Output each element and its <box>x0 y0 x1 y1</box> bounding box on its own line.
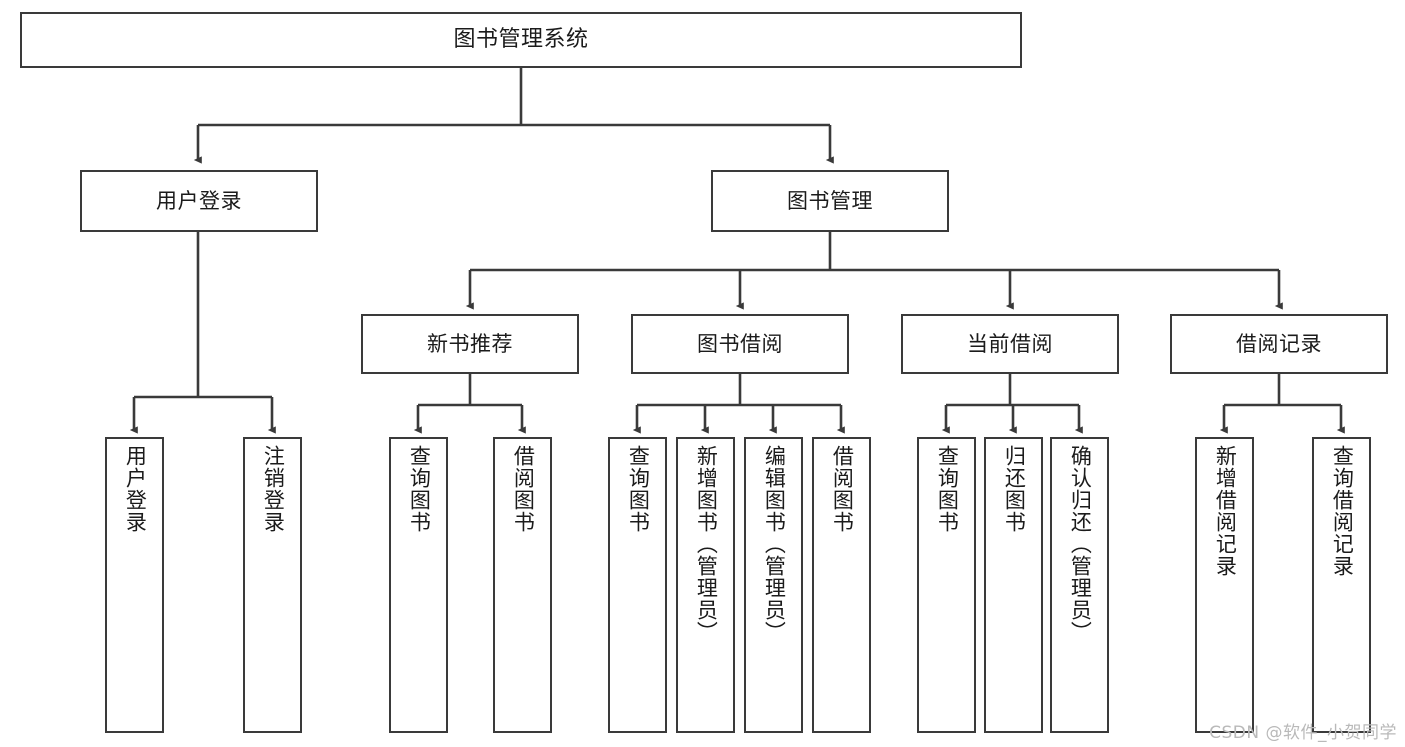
leaf-borrow-book-1-label: 借阅图书 <box>511 445 536 533</box>
leaf-confirm-return[interactable]: 确认归还（管理员） <box>1050 437 1109 733</box>
leaf-user-login[interactable]: 用户登录 <box>105 437 164 733</box>
node-book-borrow[interactable]: 图书借阅 <box>631 314 849 374</box>
node-borrow-record-label: 借阅记录 <box>1236 331 1322 356</box>
leaf-query-record[interactable]: 查询借阅记录 <box>1312 437 1371 733</box>
leaf-confirm-return-label: 确认归还（管理员） <box>1068 445 1093 643</box>
leaf-user-login-label: 用户登录 <box>123 445 148 533</box>
leaf-edit-book[interactable]: 编辑图书（管理员） <box>744 437 803 733</box>
node-root[interactable]: 图书管理系统 <box>20 12 1022 68</box>
leaf-add-book-label: 新增图书（管理员） <box>694 445 719 643</box>
leaf-borrow-book-2-label: 借阅图书 <box>830 445 855 533</box>
node-new-book-recommend[interactable]: 新书推荐 <box>361 314 579 374</box>
node-current-borrow-label: 当前借阅 <box>967 331 1053 356</box>
leaf-add-record[interactable]: 新增借阅记录 <box>1195 437 1254 733</box>
node-new-book-recommend-label: 新书推荐 <box>427 331 513 356</box>
node-root-label: 图书管理系统 <box>453 27 589 53</box>
node-current-borrow[interactable]: 当前借阅 <box>901 314 1119 374</box>
watermark-text: CSDN @软件_小贺同学 <box>1209 723 1397 743</box>
leaf-return-book-label: 归还图书 <box>1002 445 1027 533</box>
leaf-query-book-3-label: 查询图书 <box>935 445 960 533</box>
leaf-query-book-3[interactable]: 查询图书 <box>917 437 976 733</box>
node-book-manage[interactable]: 图书管理 <box>711 170 949 232</box>
leaf-return-book[interactable]: 归还图书 <box>984 437 1043 733</box>
node-book-borrow-label: 图书借阅 <box>697 331 783 356</box>
node-user-login-label: 用户登录 <box>156 188 242 213</box>
leaf-user-logout-label: 注销登录 <box>261 445 286 533</box>
leaf-add-record-label: 新增借阅记录 <box>1213 445 1238 577</box>
leaf-user-logout[interactable]: 注销登录 <box>243 437 302 733</box>
leaf-borrow-book-1[interactable]: 借阅图书 <box>493 437 552 733</box>
leaf-query-book-1-label: 查询图书 <box>407 445 432 533</box>
node-book-manage-label: 图书管理 <box>787 188 873 213</box>
leaf-add-book[interactable]: 新增图书（管理员） <box>676 437 735 733</box>
leaf-query-book-1[interactable]: 查询图书 <box>389 437 448 733</box>
leaf-query-book-2[interactable]: 查询图书 <box>608 437 667 733</box>
node-user-login[interactable]: 用户登录 <box>80 170 318 232</box>
leaf-edit-book-label: 编辑图书（管理员） <box>762 445 787 643</box>
leaf-borrow-book-2[interactable]: 借阅图书 <box>812 437 871 733</box>
node-borrow-record[interactable]: 借阅记录 <box>1170 314 1388 374</box>
leaf-query-record-label: 查询借阅记录 <box>1330 445 1355 577</box>
leaf-query-book-2-label: 查询图书 <box>626 445 651 533</box>
